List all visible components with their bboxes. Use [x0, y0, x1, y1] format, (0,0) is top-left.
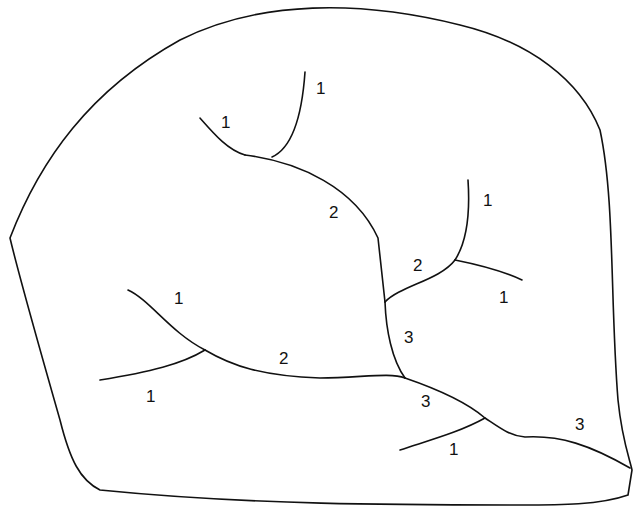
stream [455, 260, 522, 280]
stream-order-number: 1 [497, 288, 510, 307]
stream-order-number: 1 [481, 191, 494, 210]
stream [455, 180, 469, 260]
stream [205, 350, 405, 378]
stream-order-number: 2 [411, 256, 424, 275]
stream [245, 155, 385, 302]
stream [272, 72, 305, 157]
stream-order-number: 3 [402, 328, 415, 347]
stream-order-number: 3 [419, 392, 432, 411]
stream-order-number: 1 [314, 79, 327, 98]
stream-order-number: 2 [327, 203, 340, 222]
stream-order-number: 1 [219, 113, 232, 132]
stream [100, 350, 205, 380]
stream [128, 290, 205, 350]
stream-order-number: 1 [172, 289, 185, 308]
basin-outline [10, 8, 632, 505]
stream-order-number: 3 [573, 415, 586, 434]
stream [400, 418, 485, 450]
stream-order-number: 1 [447, 440, 460, 459]
stream-order-number: 2 [277, 349, 290, 368]
stream-order-number: 1 [144, 387, 157, 406]
stream [405, 378, 630, 468]
